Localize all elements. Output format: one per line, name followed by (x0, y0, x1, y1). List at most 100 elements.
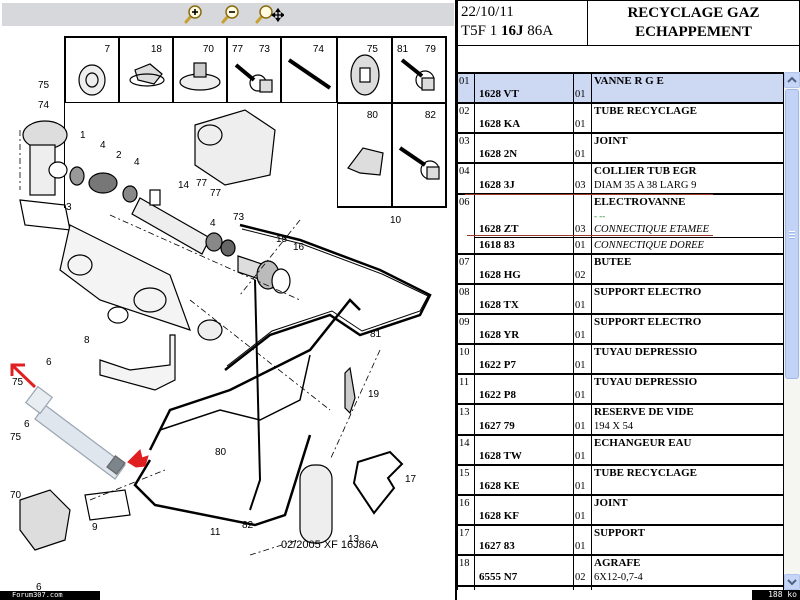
vertical-scrollbar[interactable] (784, 72, 800, 590)
tuyau-10 (224, 223, 432, 371)
part-reference: 1628 KE (474, 464, 574, 496)
part-index: 14 (457, 434, 475, 466)
scroll-up-button[interactable] (784, 72, 800, 88)
callout-number: 10 (390, 215, 402, 226)
part-80-agrafe (347, 147, 384, 176)
legend-label: 74 (313, 44, 325, 55)
callout-number: 17 (405, 474, 417, 485)
scroll-down-button[interactable] (784, 574, 800, 590)
callout-number: 1 (80, 130, 86, 141)
part-quantity: 01 (573, 524, 592, 556)
part-description: VANNE R G E (591, 72, 784, 104)
part-reference: 1628 HG (474, 253, 574, 285)
legend-label: 80 (367, 110, 379, 121)
part-quantity: 01 (573, 72, 592, 104)
zoom-toolbar (2, 3, 454, 26)
tube-2 (88, 172, 118, 194)
support-19 (344, 366, 356, 415)
support-8 (99, 334, 176, 391)
zoom-pan-button[interactable] (254, 4, 286, 24)
part-description: JOINT (591, 132, 784, 164)
callout-number: 82 (242, 520, 254, 531)
part-index: 03 (457, 132, 475, 164)
catalog-date: 22/10/11 (461, 4, 514, 20)
part-7-bouchon (78, 64, 106, 96)
part-quantity: 01 (573, 132, 592, 164)
part-designation: JOINT (594, 135, 628, 147)
part-quantity: 03 (573, 162, 592, 195)
tuyau-branch (159, 354, 311, 431)
part-designation: SUPPORT TUYAU (594, 588, 781, 590)
zoom-pan-icon (255, 5, 286, 24)
part-description: TUYAU DEPRESSIO (591, 343, 784, 375)
support-9 (84, 489, 131, 521)
zoom-out-icon (221, 5, 239, 24)
part-description: TUBE RECYCLAGE (591, 102, 784, 134)
collier-4b (122, 185, 138, 203)
part-quantity: 01 (573, 403, 592, 436)
egr-assembly-drawing (19, 109, 432, 556)
reserve-vide-13 (299, 464, 333, 544)
callout-number: 19 (368, 389, 380, 400)
part-quantity: 01 (573, 373, 592, 405)
part-reference: 1628 ZT (474, 193, 574, 238)
part-quantity: 01 (573, 434, 592, 466)
part-spec: 194 X 54 (594, 421, 634, 432)
part-reference: 1628 KF (474, 494, 574, 526)
part-index: 18 (457, 554, 475, 587)
manifold (59, 224, 191, 331)
part-quantity: 01 (573, 494, 592, 526)
part-description: SUPPORT ELECTRO (591, 283, 784, 315)
part-description: SUPPORT TUYAU (591, 585, 784, 590)
part-designation: BUTEE (594, 256, 632, 268)
part-description: CONNECTIQUE DOREE (591, 237, 784, 255)
part-description: SUPPORT (591, 524, 784, 556)
part-row[interactable]: 19SUPPORT TUYAU (457, 585, 784, 590)
callout-number: 6 (24, 419, 30, 430)
electrovanne-6 (19, 489, 71, 551)
diagram-footer-code: 02/2005 XF 16J86A (281, 539, 379, 551)
callout-number: 16 (293, 242, 305, 253)
part-73-vis (234, 63, 256, 82)
zoom-in-icon (184, 5, 202, 24)
callout-number: 75 (12, 377, 24, 388)
scrollbar-thumb[interactable] (785, 89, 799, 379)
part-reference: 1628 TX (474, 283, 574, 315)
part-quantity: 01 (573, 283, 592, 315)
zoom-out-button[interactable] (219, 4, 241, 24)
part-description: ELECTROVANNE- --CONNECTIQUE ETAMEE (591, 193, 784, 238)
parts-legend-grid (64, 36, 447, 213)
callout-number: 14 (178, 180, 190, 191)
part-index: 16 (457, 494, 475, 526)
callout-number: 13 (348, 534, 360, 545)
zoom-in-button[interactable] (182, 4, 204, 24)
red-arrow-icon (127, 449, 149, 468)
part-description: TUBE RECYCLAGE (591, 464, 784, 496)
part-description: BUTEE (591, 253, 784, 285)
part-index: 13 (457, 403, 475, 436)
part-index: 10 (457, 343, 475, 375)
part-designation: SUPPORT ELECTRO (594, 316, 702, 328)
